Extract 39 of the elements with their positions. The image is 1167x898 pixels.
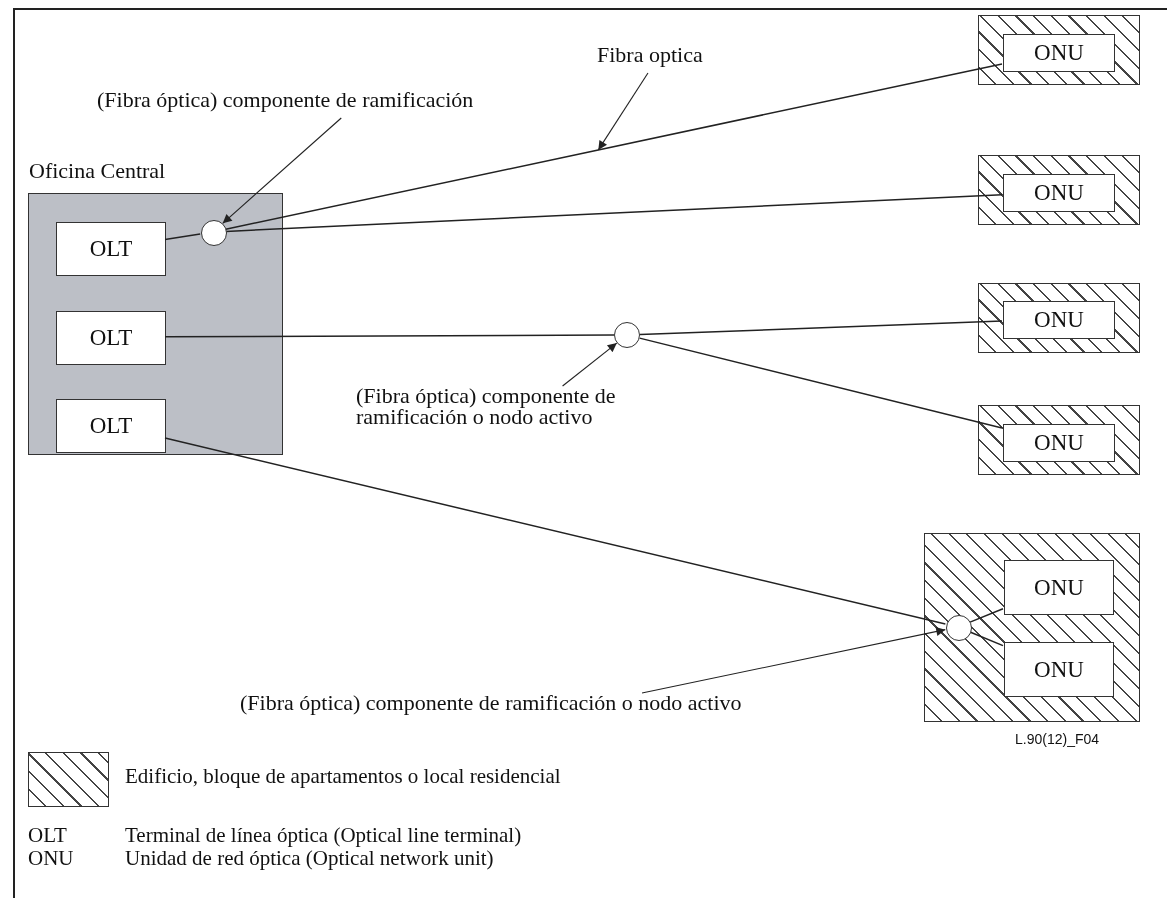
onu-box: ONU — [1003, 34, 1115, 72]
fiber-line — [164, 437, 947, 625]
definition-text: Unidad de red óptica (Optical network unit) — [125, 846, 494, 871]
group-heading: Oficina Central — [29, 158, 166, 184]
leader-line — [562, 342, 618, 387]
abbreviation: OLT — [28, 823, 67, 848]
onu-box: ONU — [1003, 174, 1115, 212]
abbreviation: ONU — [28, 846, 74, 871]
onu-box: ONU — [1004, 560, 1114, 615]
definition-text: Terminal de línea óptica (Optical line terminal) — [125, 823, 522, 848]
splitter-circle — [946, 615, 972, 641]
splitter-circle — [201, 220, 227, 246]
onu-box: ONU — [1003, 424, 1115, 462]
building-box — [924, 533, 1140, 722]
olt-box: OLT — [56, 311, 166, 365]
callout-text: Fibra optica — [597, 45, 717, 73]
fiber-line — [224, 63, 1003, 231]
fiber-line — [164, 233, 201, 241]
building-box — [978, 283, 1140, 353]
fiber-line — [225, 193, 1003, 233]
callout-text: (Fibra óptica) componente de ramificación — [97, 90, 617, 118]
legend-text: Edificio, bloque de apartamentos o local residencial — [125, 764, 561, 789]
olt-box: OLT — [56, 399, 166, 453]
building-box — [978, 405, 1140, 475]
leader-line — [597, 72, 649, 151]
fiber-line — [164, 334, 615, 338]
onu-box: ONU — [1004, 642, 1114, 697]
building-box — [978, 155, 1140, 225]
callout-text: (Fibra óptica) componente de ramificación o nodo activo — [356, 386, 706, 436]
olt-box: OLT — [56, 222, 166, 276]
onu-box: ONU — [1003, 301, 1115, 339]
figure-code: L.90(12)_F04 — [1015, 731, 1100, 747]
building-box — [978, 15, 1140, 85]
leader-line — [641, 627, 946, 694]
callout-text: (Fibra óptica) componente de ramificación o nodo activo — [240, 693, 910, 721]
fiber-line — [639, 320, 1003, 336]
fiber-line — [969, 608, 1004, 623]
splitter-circle — [614, 322, 640, 348]
leader-line — [222, 117, 342, 224]
